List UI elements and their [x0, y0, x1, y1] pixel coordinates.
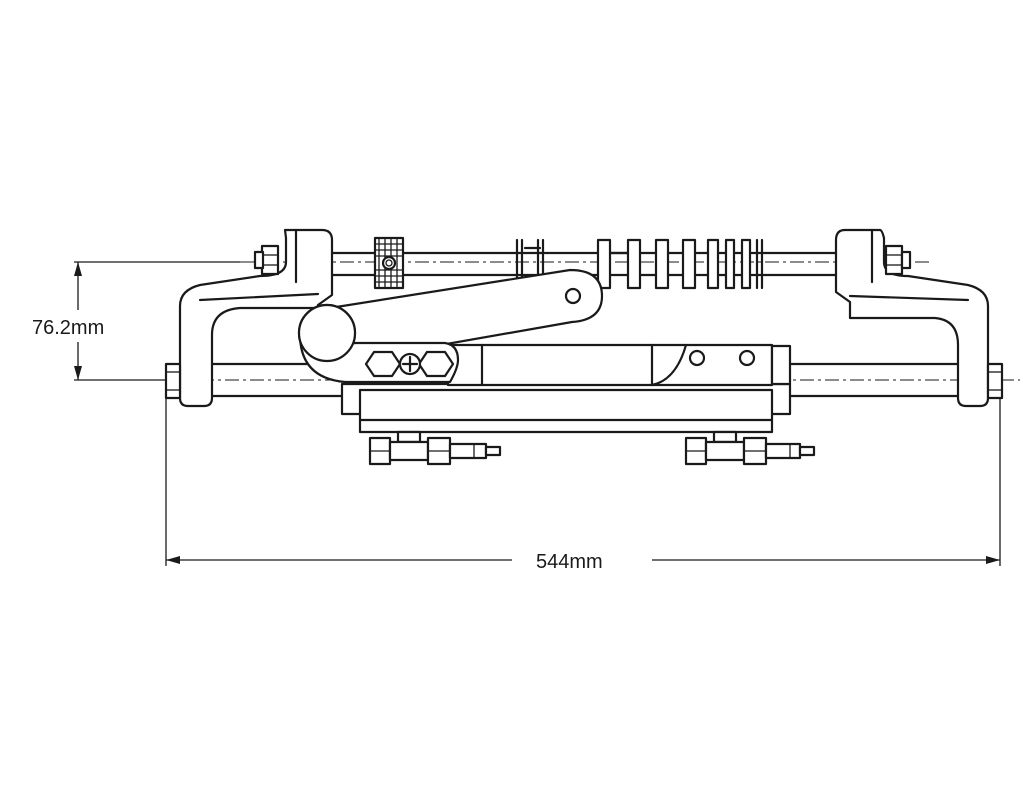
right-hydraulic-fitting [684, 430, 816, 466]
left-hydraulic-fitting [368, 430, 502, 466]
hex-nuts [364, 350, 455, 378]
knurled-knob [373, 236, 405, 290]
height-dimension-label: 76.2mm [32, 317, 104, 339]
width-dimension: 544mm [165, 398, 1001, 573]
height-dimension: 76.2mm [32, 261, 240, 381]
right-bracket [834, 228, 1004, 408]
width-dimension-label: 544mm [536, 551, 603, 573]
cylinder-body [340, 343, 792, 434]
spacer-stack [596, 238, 764, 290]
